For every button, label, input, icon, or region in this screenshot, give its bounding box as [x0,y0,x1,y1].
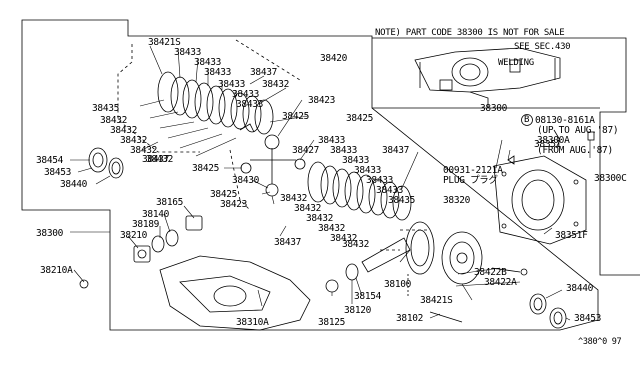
plug-note-line-1: 00931-2121A [443,165,503,176]
part-label-38432: 38432 [130,145,158,156]
part-label-38432: 38432 [330,233,358,244]
part-label-38154: 38154 [354,291,382,302]
part-label-38437: 38437 [142,154,170,165]
spider-gears [239,123,306,197]
part-label-38433: 38433 [232,89,260,100]
part-label-38433: 38433 [354,165,382,176]
part-label-38422B: 38422B [474,267,507,278]
part-label-38432: 38432 [120,135,148,146]
part-label-38437: 38437 [250,67,278,78]
part-label-38300: 38300 [36,228,64,239]
part-label-38433: 38433 [330,145,358,156]
bolt-note-line-2: (UP TO AUG.'87) [537,125,619,136]
part-label-38427: 38427 [292,145,320,156]
part-label-38433: 38433 [194,57,222,68]
part-label-38351F: 38351F [555,230,588,241]
part-label-38300: 38300 [480,103,508,114]
part-label-38423: 38423 [308,95,336,106]
bolt-note-line-4: (FROM AUG.'87) [537,145,613,156]
rear-cover [493,155,587,245]
part-label-38440: 38440 [60,179,88,190]
diagram-code: ^380^0 97 [578,337,622,347]
axle-housing-drawing [414,47,561,108]
part-label-38433: 38433 [342,155,370,166]
part-label-38189: 38189 [132,219,160,230]
part-label-38433: 38433 [204,67,232,78]
part-label-38310A: 38310A [236,317,269,328]
part-label-38454: 38454 [36,155,64,166]
part-label-38432: 38432 [318,223,346,234]
part-label-38432: 38432 [294,203,322,214]
part-label-38433: 38433 [376,185,404,196]
part-label-38100: 38100 [384,279,412,290]
part-label-38210A: 38210A [40,265,73,276]
part-label-38432: 38432 [110,125,138,136]
part-label-38320: 38320 [443,195,471,206]
plug-note-line-2: PLUG プラグ [443,175,498,186]
part-label-38432: 38432 [306,213,334,224]
part-label-38421S: 38421S [420,295,453,306]
part-label-38120: 38120 [344,305,372,316]
part-label-38300C: 38300C [594,173,627,184]
part-label-38433: 38433 [318,135,346,146]
bolt-symbol: B [524,115,530,125]
part-label-38432: 38432 [280,193,308,204]
bolt-note-line-1: 08130-8161A [535,115,595,126]
part-label-38425: 38425 [192,163,220,174]
right-seal-bearing [529,293,567,329]
note-line-3: WELDING [498,58,534,68]
part-label-38102: 38102 [396,313,424,324]
part-label-38423: 38423 [220,199,248,210]
leader-lines [70,45,591,321]
dashed-group [117,39,301,153]
part-label-38425: 38425 [210,189,238,200]
part-label-38422A: 38422A [484,277,517,288]
part-label-38421S: 38421S [148,37,181,48]
part-label-38125: 38125 [318,317,346,328]
part-label-38433: 38433 [236,99,264,110]
note-line-2: SEE SEC.430 [514,42,571,52]
part-label-38210: 38210 [120,230,148,241]
main-frame [21,19,599,331]
part-label-38440: 38440 [566,283,594,294]
part-label-38435: 38435 [92,103,120,114]
part-label-38140: 38140 [142,209,170,220]
pinion-parts [79,215,203,289]
part-label-38435: 38435 [388,195,416,206]
part-label-38420: 38420 [320,53,348,64]
left-seal-bearing [88,147,124,179]
part-label-38437: 38437 [382,145,410,156]
note-line-1: NOTE) PART CODE 38300 IS NOT FOR SALE [375,28,565,38]
shim-stack-lower [307,161,412,221]
part-label-38425: 38425 [346,113,374,124]
part-label-38433: 38433 [174,47,202,58]
part-label-38165: 38165 [156,197,184,208]
bolt-note-line-3: 38300A [537,135,570,146]
part-label-38453: 38453 [574,313,602,324]
bolt-symbol-circle [521,114,533,126]
note-box [372,37,640,276]
part-label-38437: 38437 [274,237,302,248]
part-label-38425: 38425 [282,111,310,122]
carrier-case [159,255,311,331]
part-label-38432: 38432 [262,79,290,90]
differential-case [441,231,483,285]
part-label-38432: 38432 [146,154,174,165]
part-label-38430: 38430 [232,175,260,186]
part-label-38432: 38432 [342,239,370,250]
part-label-38433: 38433 [366,175,394,186]
part-label-38351: 38351 [534,139,562,150]
part-label-38453: 38453 [44,167,72,178]
part-label-38432: 38432 [100,115,128,126]
part-label-38433: 38433 [218,79,246,90]
